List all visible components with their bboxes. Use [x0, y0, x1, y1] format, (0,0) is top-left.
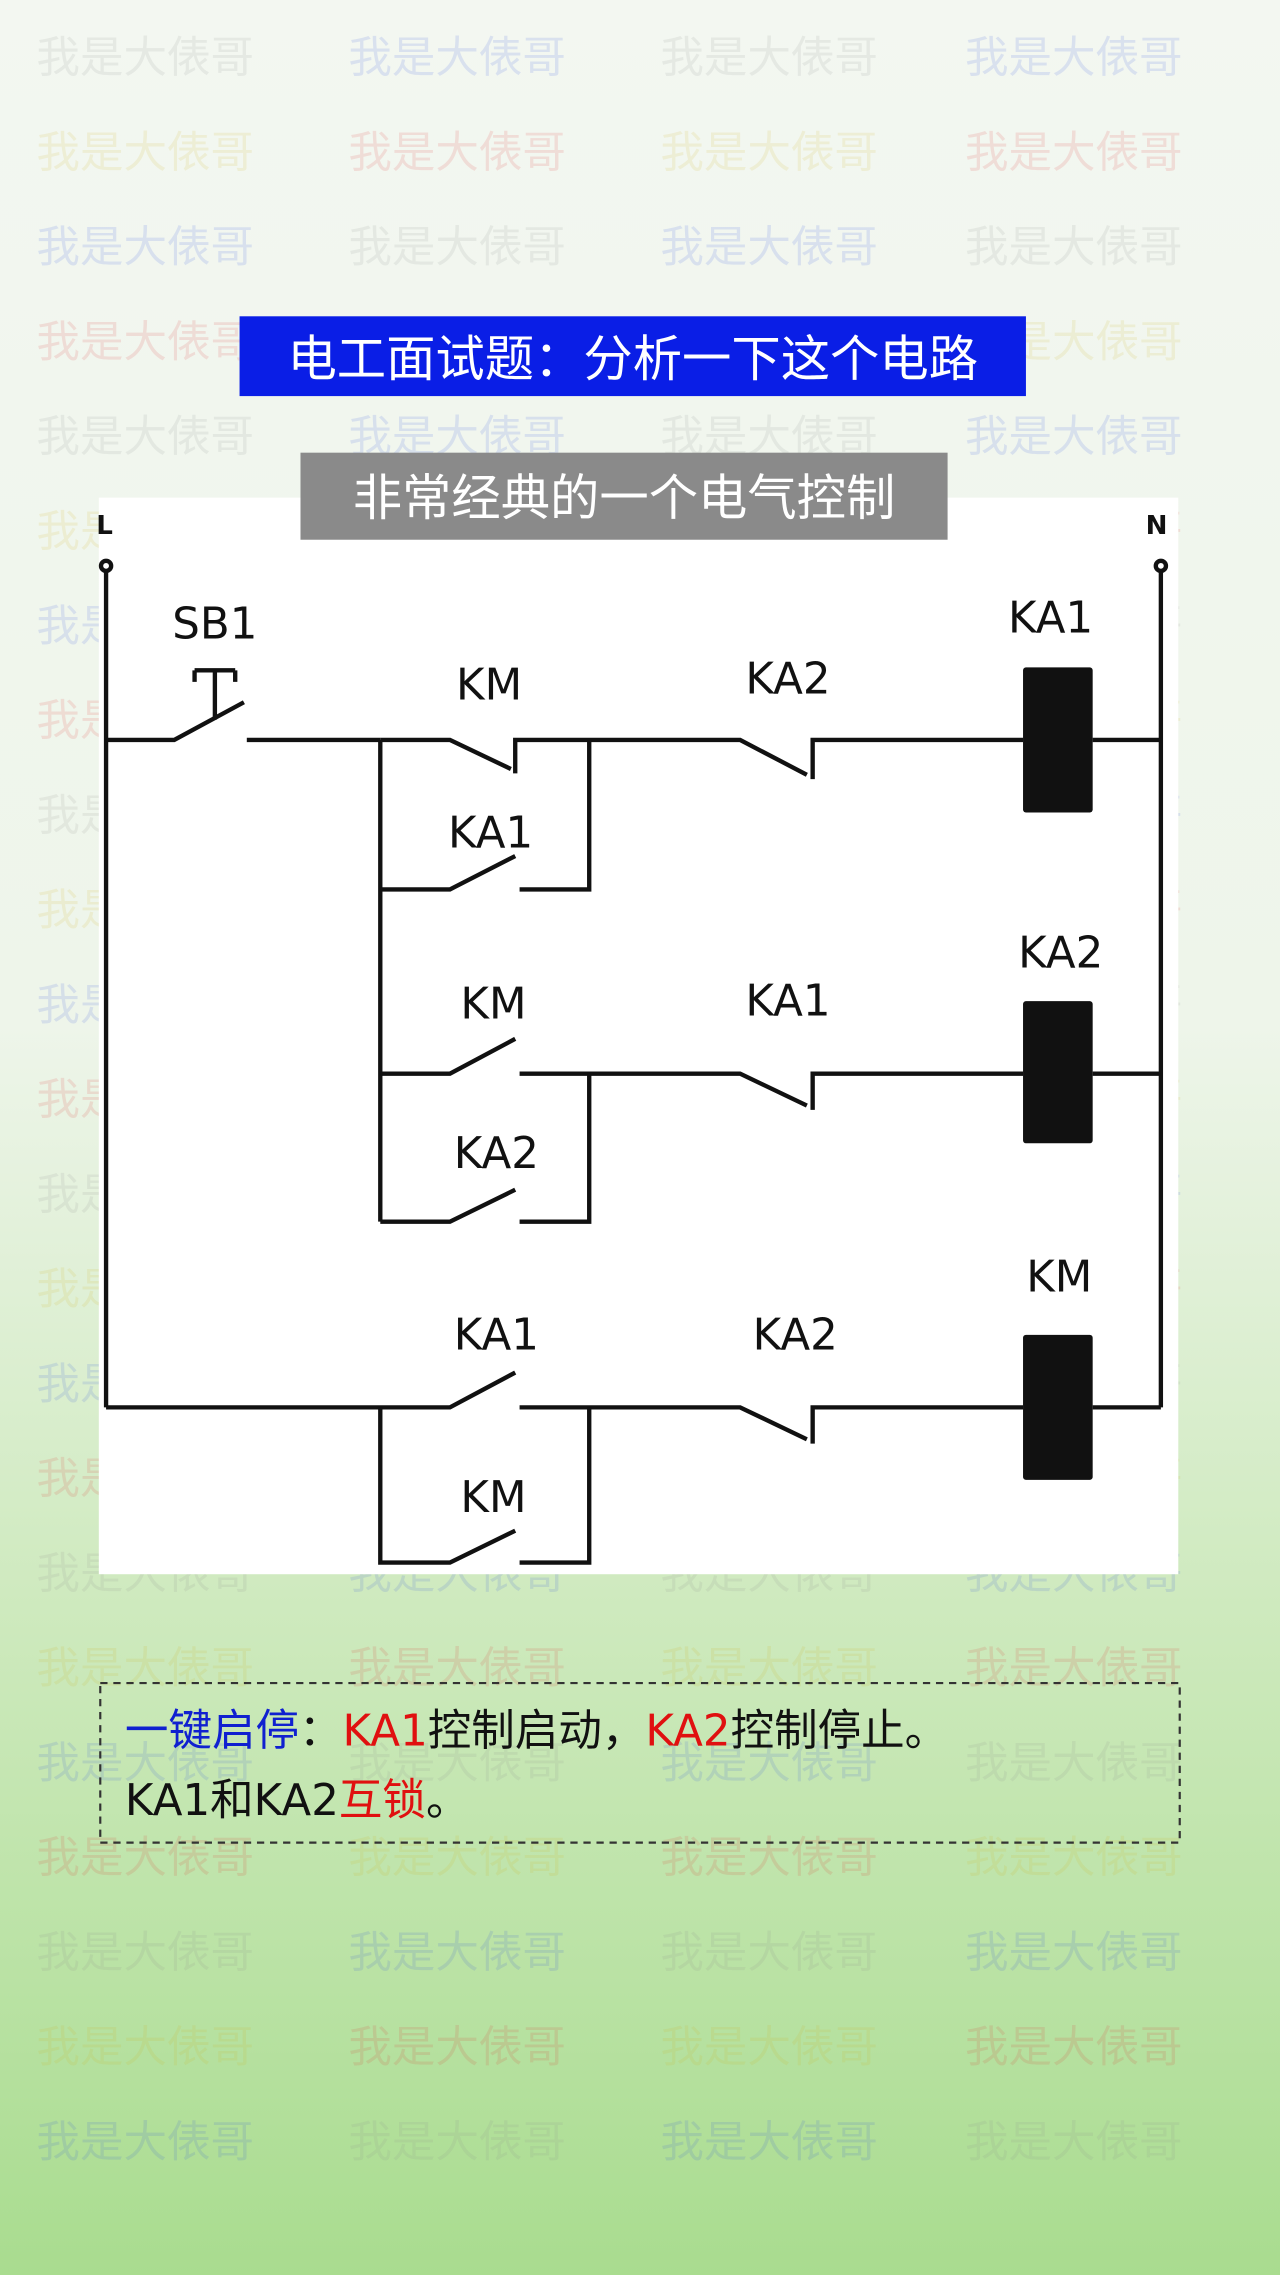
km-coil — [1023, 1334, 1093, 1480]
note-segment: 。 — [426, 1776, 470, 1826]
watermark-text: 我是大俵哥 — [348, 2023, 566, 2073]
watermark-text: 我是大俵哥 — [660, 223, 878, 273]
terminal-l-label: L — [96, 511, 113, 541]
watermark-text: 我是大俵哥 — [36, 1834, 254, 1884]
watermark-text: 我是大俵哥 — [36, 2118, 254, 2168]
row2-ka2-no-contact — [380, 1073, 592, 1224]
watermark-text: 我是大俵哥 — [348, 128, 566, 178]
row2-ka1-nc-label: KA1 — [745, 977, 830, 1027]
diagram-area — [98, 497, 1179, 1575]
row3-km-no-contact — [378, 1407, 592, 1565]
watermark-text: 我是大俵哥 — [965, 1928, 1183, 1978]
watermark-text: 我是大俵哥 — [660, 128, 878, 178]
terminal-l — [98, 558, 114, 574]
title-banner — [239, 316, 1026, 397]
km-coil-label: KM — [1026, 1252, 1092, 1302]
terminal-n-label: N — [1146, 511, 1168, 541]
ka1-coil — [1023, 667, 1093, 813]
watermark-text: 我是大俵哥 — [36, 34, 254, 84]
row3-ka2-nc-label: KA2 — [753, 1310, 838, 1360]
watermark-text: 我是大俵哥 — [36, 318, 254, 368]
watermark-text: 我是大俵哥 — [36, 413, 254, 463]
watermark-text: 我是大俵哥 — [660, 1739, 878, 1789]
watermark-text: 我是大俵哥 — [348, 1739, 566, 1789]
row2-km-no-label: KM — [460, 980, 526, 1030]
watermark-text: 我是大俵哥 — [348, 223, 566, 273]
watermark-text: 我是大俵哥 — [348, 1644, 566, 1694]
sb1-pushbutton — [106, 668, 381, 743]
watermark-text: 我是大俵哥 — [36, 2023, 254, 2073]
watermark-text: 我是大俵哥 — [36, 223, 254, 273]
note-segment: KA1和KA2 — [125, 1776, 339, 1826]
note-segment: KA2 — [645, 1706, 730, 1756]
ka1-coil-label: KA1 — [1008, 594, 1093, 644]
watermark-text: 我是大俵哥 — [348, 2118, 566, 2168]
watermark-text: 我是大俵哥 — [348, 1928, 566, 1978]
note-segment: ： — [299, 1706, 343, 1756]
watermark-text: 我是大俵哥 — [965, 1644, 1183, 1694]
watermark-text: 我是大俵哥 — [965, 1739, 1183, 1789]
watermark-text: 我是大俵哥 — [36, 128, 254, 178]
watermark-text: 我是大俵哥 — [348, 1834, 566, 1884]
row2-ka2-no-label: KA2 — [454, 1129, 539, 1179]
row1-ka1-no-label: KA1 — [448, 808, 533, 858]
watermark-text: 我是大俵哥 — [36, 1644, 254, 1694]
watermark-text: 我是大俵哥 — [965, 128, 1183, 178]
row2-contacts — [380, 1036, 1024, 1110]
row1-ka1-no-contact — [380, 739, 592, 892]
note-segment: 互锁 — [339, 1776, 426, 1826]
subtitle: 非常经典的一个电气控制 — [353, 469, 896, 527]
row1-km-nc-label: KM — [456, 660, 522, 710]
watermark-text: 我是大俵哥 — [965, 34, 1183, 84]
note-segment: KA1 — [343, 1706, 428, 1756]
watermark-text: 我是大俵哥 — [348, 34, 566, 84]
ka2-coil-label: KA2 — [1018, 929, 1103, 979]
row1-nc-contacts — [380, 737, 1024, 780]
ka2-coil — [1023, 1001, 1093, 1144]
watermark-text: 我是大俵哥 — [965, 223, 1183, 273]
sb1-label: SB1 — [172, 599, 257, 649]
terminal-n — [1153, 558, 1169, 574]
row1-ka2-nc-label: KA2 — [745, 655, 830, 705]
note-segment: 一键启停 — [125, 1706, 299, 1756]
watermark-text: 我是大俵哥 — [965, 1834, 1183, 1884]
watermark-text: 我是大俵哥 — [660, 1834, 878, 1884]
watermark-text: 我是大俵哥 — [660, 34, 878, 84]
circuit-diagram: L N SB1 KM KA2 KA1 KA1 KM KA1 KA2 KA2 KA… — [96, 511, 1169, 1565]
row3-contacts — [106, 1370, 1024, 1444]
watermark-text: 我是大俵哥 — [660, 2118, 878, 2168]
note-segment: 控制停止。 — [731, 1706, 949, 1756]
watermark-text: 我是大俵哥 — [660, 1644, 878, 1694]
watermark-text: 我是大俵哥 — [660, 2023, 878, 2073]
watermark-text: 我是大俵哥 — [36, 1739, 254, 1789]
note-box — [99, 1681, 1181, 1844]
subtitle-banner — [300, 452, 948, 540]
note-segment: 控制启动， — [428, 1706, 646, 1756]
row3-ka1-no-label: KA1 — [454, 1310, 539, 1360]
watermark-text: 我是大俵哥 — [36, 1928, 254, 1978]
page-title: 电工面试题：分析一下这个电路 — [287, 330, 978, 388]
note-line-2: KA1和KA2互锁。 — [125, 1776, 470, 1826]
watermark-text: 我是大俵哥 — [660, 1928, 878, 1978]
watermark-text: 我是大俵哥 — [965, 413, 1183, 463]
watermark-text: 我是大俵哥 — [965, 2118, 1183, 2168]
row3-km-no-label: KM — [460, 1473, 526, 1523]
note-line-1: 一键启停：KA1控制启动，KA2控制停止。 — [125, 1706, 948, 1756]
watermark-text: 我是大俵哥 — [965, 2023, 1183, 2073]
